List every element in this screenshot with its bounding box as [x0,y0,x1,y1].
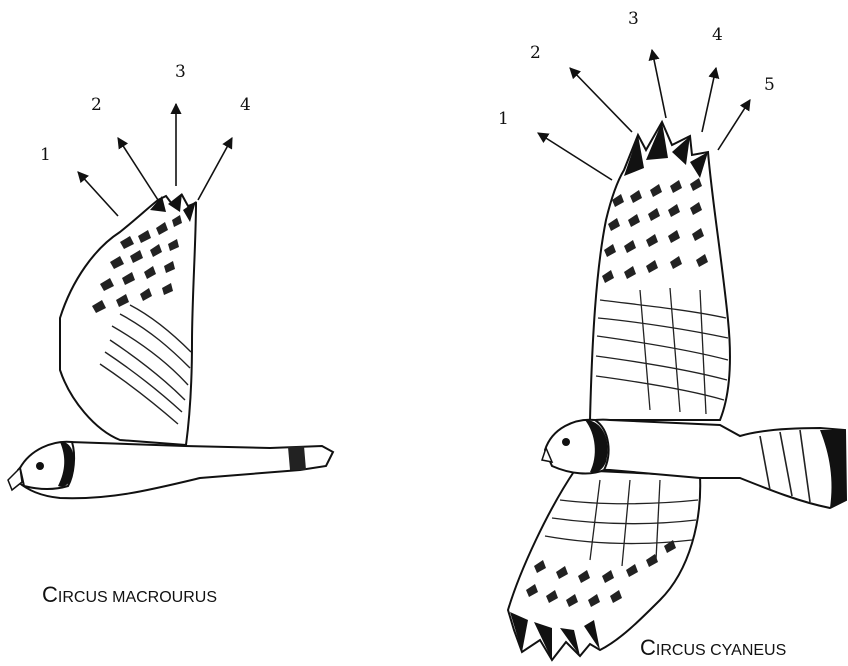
right-bird-eye [562,438,570,446]
left-arrow-4 [198,138,232,200]
right-arrow-3 [652,50,666,118]
left-label-2: 2 [91,95,102,115]
right-label-3: 3 [628,9,639,29]
left-bird-tail-band [288,446,306,470]
left-arrow-2 [118,138,158,200]
left-species-name: CIRCUS MACROURUS [42,582,217,607]
right-arrow-4 [702,68,716,132]
right-arrow-2 [570,68,632,132]
right-bird-arrow-labels: 1 2 3 4 5 [498,9,775,129]
left-bird-wing [60,195,196,445]
right-species-name: CIRCUS CYANEUS [640,635,786,660]
left-bird-beak [8,468,22,490]
left-label-3: 3 [175,62,186,82]
right-label-4: 4 [712,25,723,45]
right-arrow-1 [538,133,612,180]
left-bird-arrow-labels: 1 2 3 4 [40,62,251,165]
left-label-1: 1 [40,145,51,165]
right-label-2: 2 [530,43,541,63]
right-label-5: 5 [764,75,775,95]
left-label-4: 4 [240,95,251,115]
right-label-1: 1 [498,109,509,129]
left-arrow-1 [78,172,118,216]
circus-cyaneus-illustration [508,122,846,660]
left-bird-eye [36,462,44,470]
right-arrow-5 [718,100,750,150]
left-bird-arrows [78,104,232,216]
circus-macrourus-illustration [8,193,333,498]
